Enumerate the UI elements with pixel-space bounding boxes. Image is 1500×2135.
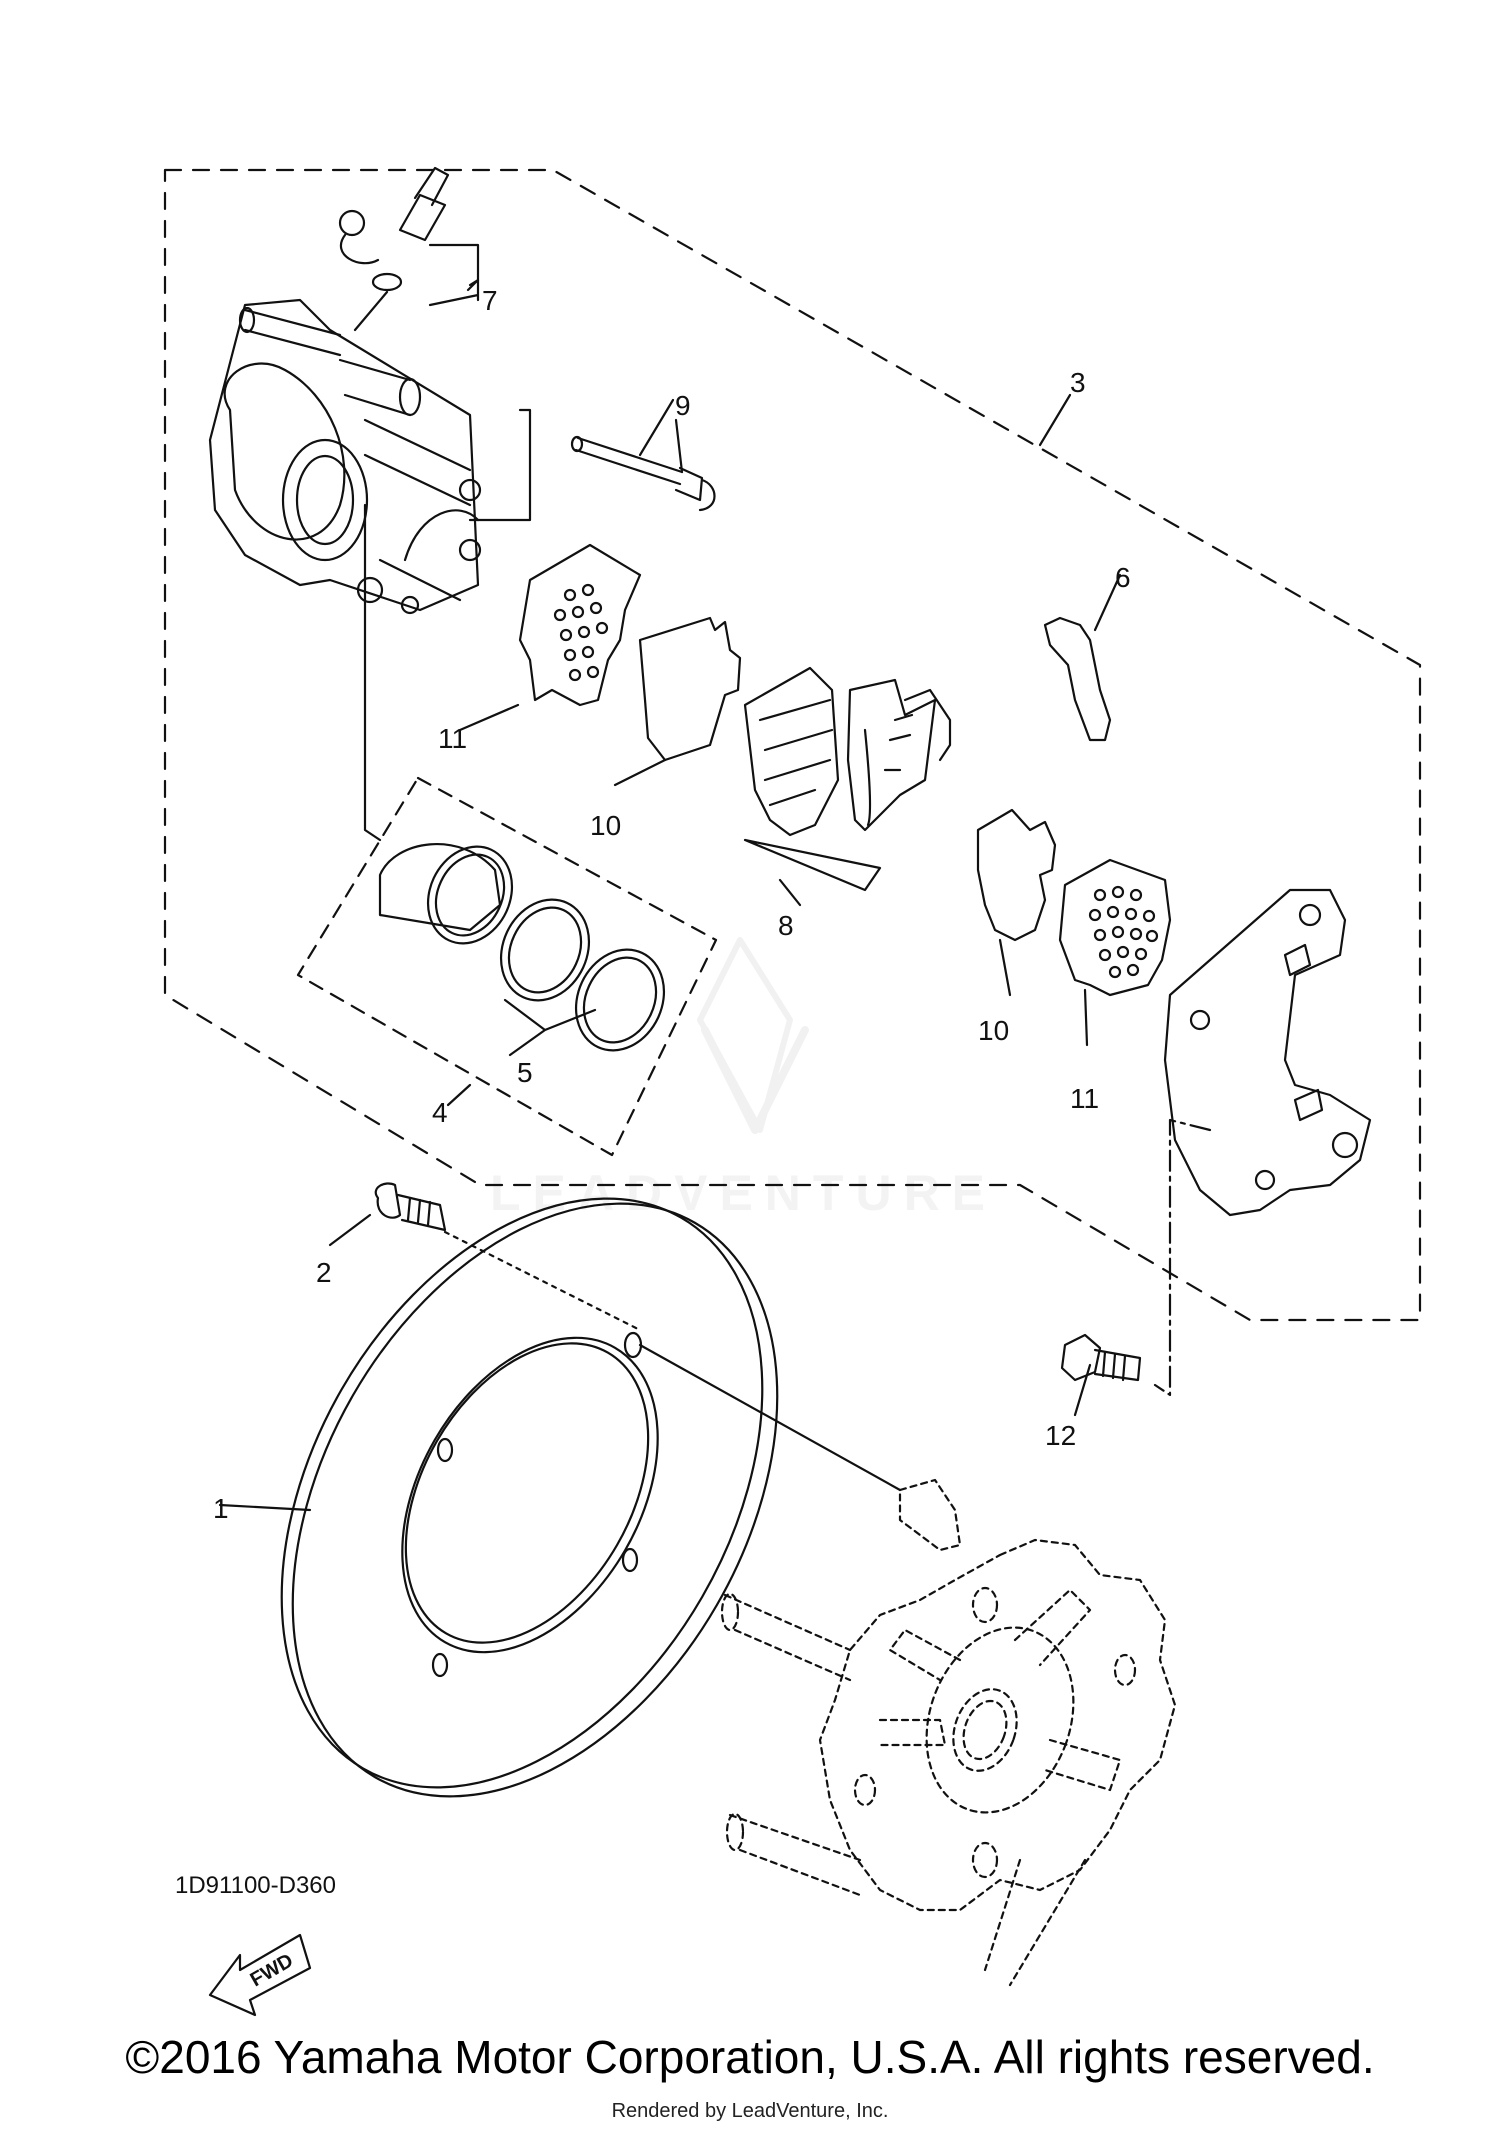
brake-pad-set [743,666,952,837]
callout-1: 1 [213,1493,229,1524]
callout-7-tick [468,278,480,287]
caliper-to-piston-leader [363,503,382,842]
leadventure-watermark: LEADVENTURE [490,937,997,1221]
callout-8: 8 [778,910,794,941]
callout-4: 4 [432,1097,448,1128]
pad-shim-lower [1058,858,1172,997]
callout-10-upper: 10 [590,810,621,841]
callout-6: 6 [1115,562,1131,593]
callout-12: 12 [1045,1420,1076,1451]
piston-and-seals [378,843,666,1052]
callout-9: 9 [675,390,691,421]
callout-5: 5 [517,1057,533,1088]
retention-pin [570,435,716,512]
callout-3: 3 [1070,367,1086,398]
callout-11-upper: 11 [438,723,467,754]
wheel-hub [720,1478,1177,1987]
bracket-bolt [1060,1333,1142,1382]
callout-7: 7 [482,285,498,316]
pad-spring [1043,616,1112,742]
piston-kit-boundary [296,776,718,1157]
copyright-notice: ©2016 Yamaha Motor Corporation, U.S.A. A… [125,2031,1375,2083]
brake-disc [280,1197,779,1798]
callout-2: 2 [316,1257,332,1288]
watermark-text: LEADVENTURE [490,1165,997,1221]
callout-numbers: 1 2 3 4 5 6 7 8 9 10 10 11 11 12 [213,285,1131,1524]
pad-shim-plate-lower [976,808,1057,942]
caliper-assembly-boundary [163,168,1422,1322]
callout-11-lower: 11 [1070,1083,1099,1114]
fwd-arrow-icon: FWD [208,1933,312,2017]
caliper-bracket [1163,888,1372,1217]
pad-shim-upper [518,543,642,707]
callout-7-leader [428,243,480,307]
caliper-body [208,298,482,615]
callout-leaders [218,393,1122,1512]
bolt-alignment-line [443,1230,642,1332]
bleed-screw-set [338,166,450,332]
disc-bolt [374,1182,447,1232]
disc-to-hub-line [638,1343,902,1492]
diagram-code: 1D91100-D360 [175,1872,336,1899]
callout-10-lower: 10 [978,1015,1009,1046]
pad-shim-plate-upper [638,616,742,762]
rendered-by-credit: Rendered by LeadVenture, Inc. [611,2100,889,2122]
